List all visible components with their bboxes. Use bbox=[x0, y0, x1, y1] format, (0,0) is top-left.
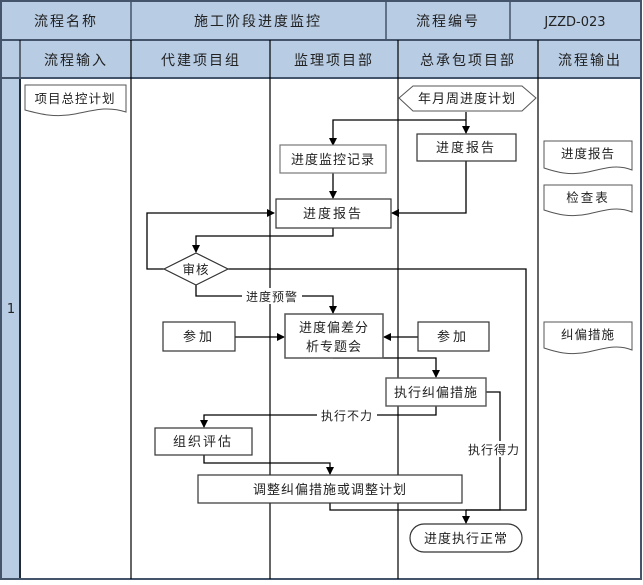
edge-report-to-review bbox=[192, 227, 334, 253]
input-document-label: 项目总控计划 bbox=[34, 91, 115, 106]
edge-plan-to-monitor-record bbox=[329, 119, 466, 146]
output-report-label: 进度报告 bbox=[561, 146, 615, 161]
output-document-corrective[interactable]: 纠偏措施 bbox=[543, 321, 633, 355]
column-header-output: 流程输出 bbox=[558, 53, 622, 69]
process-code-label: 流程编号 bbox=[416, 14, 480, 30]
header-row: 流程名称 施工阶段进度监控 流程编号 JZZD-023 bbox=[0, 0, 642, 41]
adjust-label: 调整纠偏措施或调整计划 bbox=[253, 483, 407, 498]
edge-label-warning: 进度预警 bbox=[246, 289, 298, 304]
edge-adjust-to-normal bbox=[329, 503, 470, 524]
meeting-label-line2: 析专题会 bbox=[306, 340, 362, 355]
plan-node-label: 年月周进度计划 bbox=[418, 91, 516, 107]
left-strip bbox=[0, 77, 21, 580]
process-name-value: 施工阶段进度监控 bbox=[194, 14, 322, 30]
edge-contractor-to-supervisor-report bbox=[391, 160, 467, 217]
execute-label: 执行纠偏措施 bbox=[394, 386, 478, 401]
column-header-owner-team: 代建项目组 bbox=[161, 53, 241, 69]
edge-label-good: 执行得力 bbox=[468, 442, 520, 457]
column-header-contractor: 总承包项目部 bbox=[420, 53, 516, 69]
plan-node[interactable]: 年月周进度计划 bbox=[398, 85, 537, 112]
output-checklist-label: 检查表 bbox=[566, 190, 610, 205]
edge-review-loopback bbox=[146, 209, 275, 270]
contractor-report-node[interactable]: 进度报告 bbox=[416, 133, 517, 162]
evaluate-node[interactable]: 组织评估 bbox=[154, 427, 253, 456]
review-decision[interactable]: 审核 bbox=[162, 252, 230, 286]
execute-node[interactable]: 执行纠偏措施 bbox=[385, 377, 487, 407]
output-corrective-label: 纠偏措施 bbox=[561, 327, 615, 342]
swimlanes: 1 bbox=[0, 40, 642, 580]
process-name-label: 流程名称 bbox=[34, 14, 98, 30]
edge-evaluate-to-adjust bbox=[203, 455, 334, 475]
join-left-node[interactable]: 参加 bbox=[162, 321, 236, 352]
edge-label-poor: 执行不力 bbox=[321, 409, 373, 423]
monitor-record-label: 进度监控记录 bbox=[291, 152, 375, 168]
row-number: 1 bbox=[7, 302, 15, 317]
column-header-supervisor: 监理项目部 bbox=[294, 53, 374, 69]
contractor-report-label: 进度报告 bbox=[436, 140, 496, 156]
review-decision-label: 审核 bbox=[182, 262, 209, 277]
output-document-report[interactable]: 进度报告 bbox=[543, 140, 633, 175]
join-right-label: 参加 bbox=[437, 329, 469, 345]
adjust-node[interactable]: 调整纠偏措施或调整计划 bbox=[197, 474, 463, 504]
evaluate-label: 组织评估 bbox=[173, 435, 233, 450]
monitor-record-node[interactable]: 进度监控记录 bbox=[279, 144, 387, 174]
column-header-input: 流程输入 bbox=[44, 53, 108, 69]
join-right-node[interactable]: 参加 bbox=[417, 321, 490, 352]
supervisor-report-label: 进度报告 bbox=[303, 206, 363, 222]
output-document-checklist[interactable]: 检查表 bbox=[543, 184, 633, 217]
meeting-label-line1: 进度偏差分 bbox=[299, 320, 369, 336]
edge-meeting-to-execute bbox=[333, 357, 440, 378]
join-left-label: 参加 bbox=[183, 329, 215, 345]
normal-terminator[interactable]: 进度执行正常 bbox=[409, 523, 523, 553]
input-document[interactable]: 项目总控计划 bbox=[24, 84, 127, 117]
normal-label: 进度执行正常 bbox=[424, 531, 508, 547]
supervisor-report-node[interactable]: 进度报告 bbox=[275, 198, 392, 229]
meeting-node[interactable]: 进度偏差分 析专题会 bbox=[284, 313, 384, 359]
edge-labels: 进度预警 执行不力 执行得力 bbox=[242, 288, 522, 457]
process-code-value: JZZD-023 bbox=[543, 15, 605, 30]
nodes: 项目总控计划 年月周进度计划 进度报告 进度监控记录 进度报告 审核 bbox=[24, 84, 633, 553]
